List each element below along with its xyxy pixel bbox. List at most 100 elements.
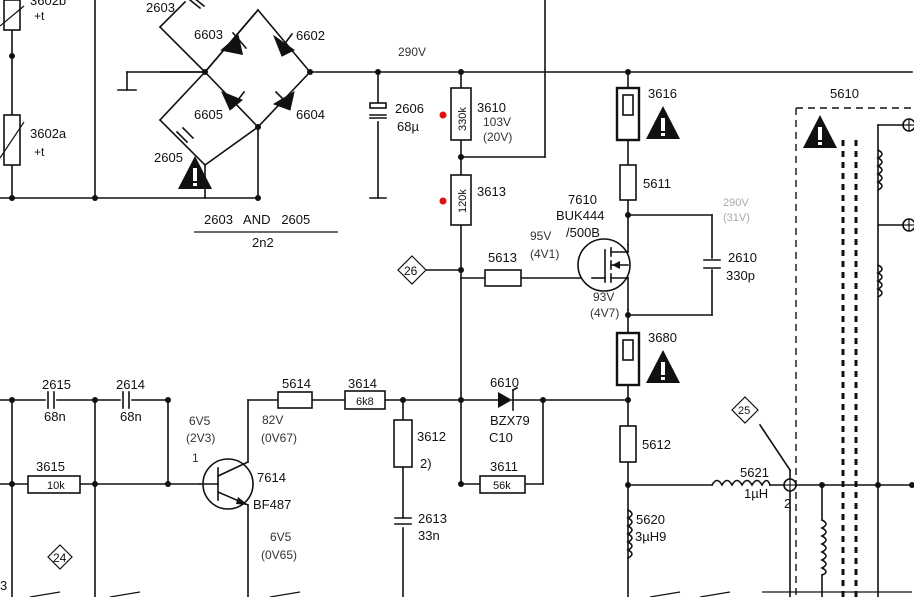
diode-6604 <box>272 90 295 111</box>
label-5621: 5621 <box>740 465 769 480</box>
label-3615: 3615 <box>36 459 65 474</box>
capacitor-2606 <box>369 102 387 119</box>
label-2610: 2610 <box>728 250 757 265</box>
label-7614: 7614 <box>257 470 286 485</box>
warning-icon <box>646 350 680 383</box>
label-emitter-v1: 6V5 <box>270 530 292 544</box>
label-buk444: BUK444 <box>556 208 604 223</box>
label-5620: 5620 <box>636 512 665 527</box>
label-c10: C10 <box>489 430 513 445</box>
resistor-3610-value: 330k <box>457 107 469 131</box>
label-emitter-v2: (0V65) <box>261 548 297 562</box>
capacitor-2603 <box>188 0 206 10</box>
label-500b: /500B <box>566 225 600 240</box>
label-6604: 6604 <box>296 107 325 122</box>
coil-bottom-right <box>820 518 827 577</box>
resistor-3615: 10k <box>27 475 81 494</box>
note-parts: 2603 AND 2605 <box>204 212 310 227</box>
label-3602b-t: +t <box>34 9 45 23</box>
connector-pin-2 <box>783 478 797 492</box>
resistor-3613-value: 120k <box>457 189 469 213</box>
label-bf487: BF487 <box>253 497 291 512</box>
label-2603: 2603 <box>146 0 175 15</box>
label-drain-v1: 290V <box>723 197 749 209</box>
label-5612: 5612 <box>642 437 671 452</box>
label-5621-value: 1µH <box>744 486 768 501</box>
inductor-5614 <box>277 391 313 409</box>
node-24-label: 24 <box>53 551 67 565</box>
label-base-v3: 1 <box>192 451 199 465</box>
label-6605: 6605 <box>194 107 223 122</box>
label-3613: 3613 <box>477 184 506 199</box>
label-pin2: 2 <box>784 496 791 511</box>
transistor-7614 <box>199 458 254 510</box>
labels: 3602b +t 3602a +t 2603 6603 6602 6605 66… <box>0 0 859 593</box>
label-3610: 3610 <box>477 100 506 115</box>
mosfet-7610 <box>577 238 631 311</box>
label-3614: 3614 <box>348 376 377 391</box>
resistor-3614-value: 6k8 <box>356 396 374 408</box>
label-3611: 3611 <box>490 459 518 474</box>
capacitor-2605 <box>175 126 195 144</box>
label-5620-value: 3µH9 <box>635 529 666 544</box>
label-3610-v2: (20V) <box>483 130 512 144</box>
label-6603: 6603 <box>194 27 223 42</box>
resistor-3615-value: 10k <box>47 480 65 492</box>
label-drain-v2: (31V) <box>723 212 750 224</box>
label-5610: 5610 <box>830 86 859 101</box>
capacitor-2615 <box>47 391 55 409</box>
label-2605: 2605 <box>154 150 183 165</box>
thermistor-3602a <box>0 114 25 166</box>
thermistor-3602b <box>0 0 25 31</box>
label-bzx79: BZX79 <box>490 413 530 428</box>
warning-icon <box>646 106 680 139</box>
resistor-3611: 56k <box>479 475 526 494</box>
label-gate-v1: 95V <box>530 229 551 243</box>
label-3602b: 3602b <box>30 0 66 8</box>
label-3612: 3612 <box>417 429 446 444</box>
resistor-3614: 6k8 <box>344 390 386 410</box>
label-2610-value: 330p <box>726 268 755 283</box>
label-2614-value: 68n <box>120 409 142 424</box>
zener-diode-6610 <box>498 386 519 411</box>
label-left-edge: 3 <box>0 578 7 593</box>
junction-dots <box>9 53 914 488</box>
label-2613: 2613 <box>418 511 447 526</box>
label-collector-v2: (0V67) <box>261 431 297 445</box>
resistor-3613: 120k <box>450 174 472 226</box>
warning-icon <box>803 115 837 148</box>
label-base-v2: (2V3) <box>186 431 215 445</box>
resistor-3612 <box>393 419 413 468</box>
node-marker-25: 25 <box>731 396 759 424</box>
note-value: 2n2 <box>252 235 274 250</box>
label-6602: 6602 <box>296 28 325 43</box>
label-3602a: 3602a <box>30 126 67 141</box>
fusible-resistor-3680 <box>615 331 641 387</box>
inductor-5612 <box>619 425 637 463</box>
connector-terminals-right <box>902 118 914 232</box>
label-3680: 3680 <box>648 330 677 345</box>
label-2615: 2615 <box>42 377 71 392</box>
capacitor-2614 <box>122 391 130 409</box>
label-collector-v1: 82V <box>262 413 283 427</box>
testpoint-3613 <box>439 197 447 205</box>
label-src-v2: (4V7) <box>590 306 619 320</box>
label-2613-value: 33n <box>418 528 440 543</box>
inductor-5611 <box>619 164 637 201</box>
coil-right-lower <box>876 263 883 299</box>
node-marker-24: 24 <box>47 544 73 570</box>
label-base-v1: 6V5 <box>189 414 211 428</box>
fusible-resistor-3616 <box>615 86 641 142</box>
node-25-label: 25 <box>738 405 750 417</box>
coil-5620 <box>626 508 633 560</box>
capacitor-2610 <box>703 259 721 269</box>
label-src-v1: 93V <box>593 290 614 304</box>
label-3612-note: 2) <box>420 456 432 471</box>
label-5614: 5614 <box>282 376 311 391</box>
label-3602a-t: +t <box>34 145 45 159</box>
label-6610: 6610 <box>490 375 519 390</box>
capacitor-2613 <box>394 517 412 525</box>
label-gate-v2: (4V1) <box>530 247 559 261</box>
label-2606: 2606 <box>395 101 424 116</box>
